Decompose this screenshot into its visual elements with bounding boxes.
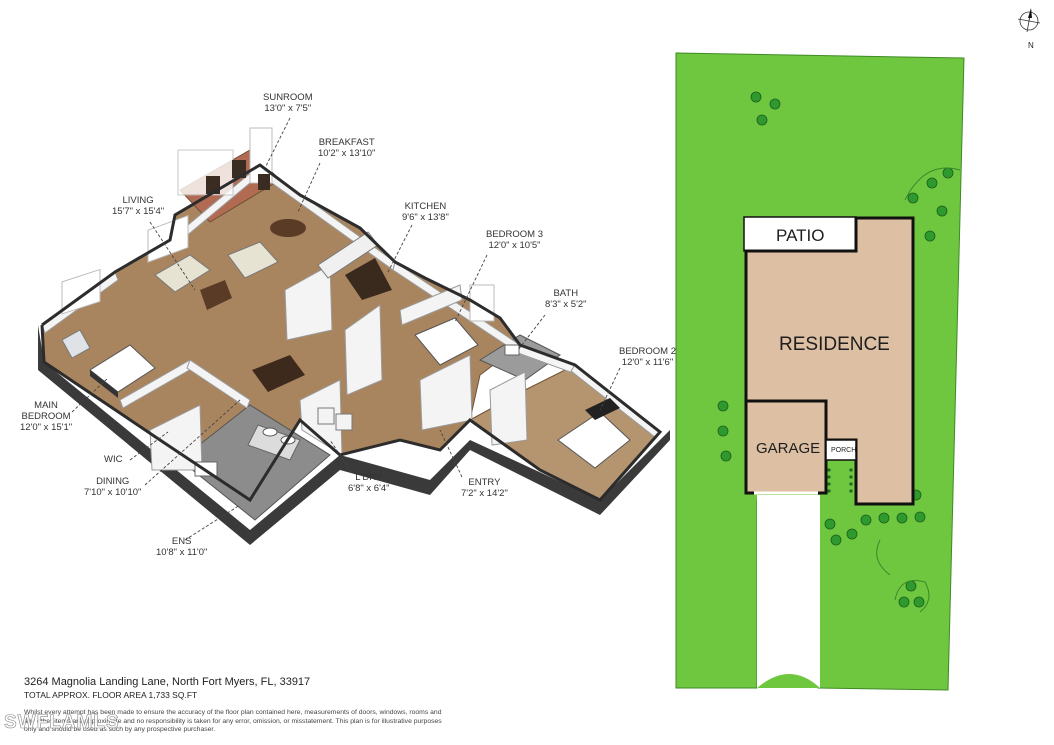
room-name: BEDROOM 2 bbox=[619, 346, 677, 357]
room-name: SUNROOM bbox=[263, 92, 313, 103]
room-name: L'DRY bbox=[355, 472, 383, 483]
total-floor-area: TOTAL APPROX. FLOOR AREA 1,733 SQ.FT bbox=[24, 690, 198, 700]
room-name: BEDROOM 3 bbox=[486, 229, 544, 240]
room-label-kitchen: KITCHEN 9'6" x 13'8" bbox=[402, 201, 449, 223]
room-label-sunroom: SUNROOM 13'0" x 7'5" bbox=[263, 92, 313, 114]
exterior-wall-edge bbox=[40, 163, 663, 503]
driveway-curve bbox=[757, 674, 820, 688]
compass-north-label: N bbox=[1028, 41, 1034, 50]
room-label-ensuite: ENS 10'8" x 11'0" bbox=[156, 536, 207, 558]
room-dimensions: 10'2" x 13'10" bbox=[318, 148, 376, 159]
room-dimensions: 6'8" x 6'4" bbox=[348, 483, 390, 494]
porch-label: PORCH bbox=[831, 447, 857, 454]
room-label-entry: ENTRY 7'2" x 14'2" bbox=[461, 477, 508, 499]
plan-base-shadow bbox=[38, 325, 670, 545]
room-name: LIVING bbox=[122, 195, 154, 206]
watermark-logo: SWFLAMLS bbox=[4, 712, 120, 734]
room-name: DINING bbox=[96, 476, 130, 487]
room-name: WIC bbox=[104, 454, 123, 465]
room-dimensions: 15'7" x 15'4" bbox=[112, 206, 165, 217]
room-dimensions: 12'0" x 15'1" bbox=[20, 422, 73, 433]
room-label-breakfast: BREAKFAST 10'2" x 13'10" bbox=[318, 137, 375, 159]
room-dimensions: 12'0" x 11'6" bbox=[621, 357, 674, 368]
room-dimensions: 7'2" x 14'2" bbox=[461, 488, 508, 499]
room-label-dining: DINING 7'10" x 10'10" bbox=[84, 476, 141, 498]
interior-walls bbox=[41, 164, 661, 471]
north-arrow-icon bbox=[1017, 8, 1041, 33]
room-name-line-2: BEDROOM bbox=[21, 411, 71, 422]
room-dimensions: 7'10" x 10'10" bbox=[84, 487, 142, 498]
room-label-wic: WIC bbox=[104, 454, 122, 465]
driveway bbox=[757, 495, 820, 688]
room-label-bedroom-3: BEDROOM 3 12'0" x 10'5" bbox=[486, 229, 543, 251]
room-dimensions: 10'8" x 11'0" bbox=[156, 547, 208, 558]
room-name-line-1: MAIN bbox=[34, 400, 58, 411]
patio-label: PATIO bbox=[776, 226, 825, 245]
room-dimensions: 9'6" x 13'8" bbox=[402, 212, 449, 223]
room-label-laundry: L'DRY 6'8" x 6'4" bbox=[348, 472, 390, 494]
room-name: BATH bbox=[553, 288, 579, 299]
room-label-living: LIVING 15'7" x 15'4" bbox=[112, 195, 164, 217]
room-name: ENS bbox=[171, 536, 192, 547]
residence-label: RESIDENCE bbox=[779, 334, 890, 355]
room-name: BREAKFAST bbox=[318, 137, 375, 148]
label-leader-lines bbox=[71, 117, 621, 541]
room-name: KITCHEN bbox=[404, 201, 447, 212]
garage-label: GARAGE bbox=[756, 440, 821, 457]
garden-outlines bbox=[876, 167, 961, 613]
disclaimer-text: Whilst every attempt has been made to en… bbox=[24, 709, 442, 733]
room-label-bedroom-2: BEDROOM 2 12'0" x 11'6" bbox=[619, 346, 676, 368]
room-name: ENTRY bbox=[468, 477, 501, 488]
room-dimensions: 12'0" x 10'5" bbox=[488, 240, 541, 251]
room-dimensions: 8'3" x 5'2" bbox=[545, 299, 587, 310]
room-dimensions: 13'0" x 7'5" bbox=[264, 103, 312, 114]
room-label-bath: BATH 8'3" x 5'2" bbox=[545, 288, 587, 310]
trees bbox=[717, 91, 954, 608]
property-address: 3264 Magnolia Landing Lane, North Fort M… bbox=[24, 676, 311, 688]
hedge-dots bbox=[827, 468, 853, 493]
room-label-main-bedroom: MAIN BEDROOM 12'0" x 15'1" bbox=[20, 400, 72, 433]
porch-footprint bbox=[825, 439, 857, 461]
